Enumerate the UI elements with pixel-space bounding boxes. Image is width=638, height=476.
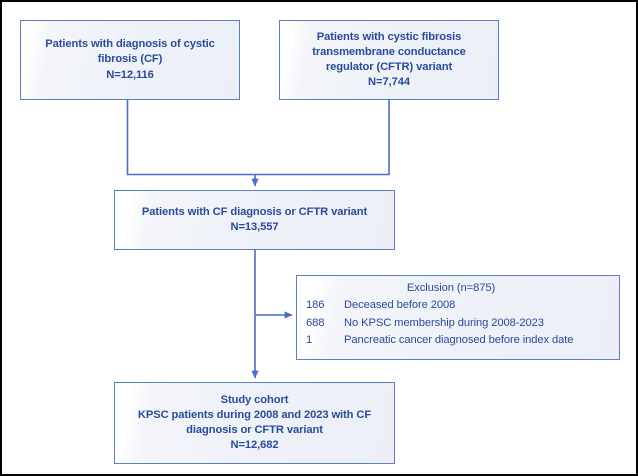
node-combined-cohort: Patients with CF diagnosis or CFTR varia… — [114, 190, 395, 250]
exclusion-row: 1 Pancreatic cancer diagnosed before ind… — [297, 332, 619, 350]
node-cftr-variant-count: N=7,744 — [368, 76, 410, 89]
node-study-cohort: Study cohort KPSC patients during 2008 a… — [114, 382, 395, 464]
node-cftr-variant-line-1: Patients with cystic fibrosis — [316, 30, 462, 43]
node-cf-diagnosis-count: N=12,116 — [106, 68, 154, 81]
node-cftr-variant: Patients with cystic fibrosis transmembr… — [279, 20, 499, 100]
node-cf-diagnosis-line-1: Patients with diagnosis of cystic — [45, 38, 215, 51]
connector-top-merge — [126, 100, 390, 176]
node-study-cohort-title: Study cohort — [220, 393, 289, 406]
exclusion-row: 186 Deceased before 2008 — [297, 297, 619, 315]
node-combined-line-1: Patients with CF diagnosis or CFTR varia… — [141, 205, 368, 218]
exclusion-row: 688 No KPSC membership during 2008-2023 — [297, 315, 619, 333]
node-cf-diagnosis: Patients with diagnosis of cystic fibros… — [20, 20, 240, 100]
exclusion-row-label: Deceased before 2008 — [344, 299, 456, 312]
exclusion-title: Exclusion (n=875) — [406, 282, 496, 294]
exclusion-row-label: Pancreatic cancer diagnosed before index… — [344, 334, 574, 347]
node-exclusion: Exclusion (n=875) 186 Deceased before 20… — [296, 275, 620, 360]
node-study-cohort-line-2: KPSC patients during 2008 and 2023 with … — [137, 408, 372, 421]
exclusion-row-label: No KPSC membership during 2008-2023 — [344, 316, 544, 329]
node-study-cohort-count: N=12,682 — [230, 439, 279, 452]
node-cf-diagnosis-line-2: fibrosis (CF) — [97, 53, 163, 66]
node-combined-count: N=13,557 — [230, 221, 279, 233]
node-study-cohort-line-3: diagnosis or CFTR variant — [186, 424, 323, 436]
exclusion-row-count: 688 — [306, 316, 325, 329]
node-cftr-variant-line-3: regulator (CFTR) variant — [325, 61, 453, 73]
node-cftr-variant-line-2: transmembrane conductance — [312, 45, 466, 58]
exclusion-row-count: 1 — [306, 334, 313, 347]
exclusion-row-count: 186 — [306, 299, 325, 312]
